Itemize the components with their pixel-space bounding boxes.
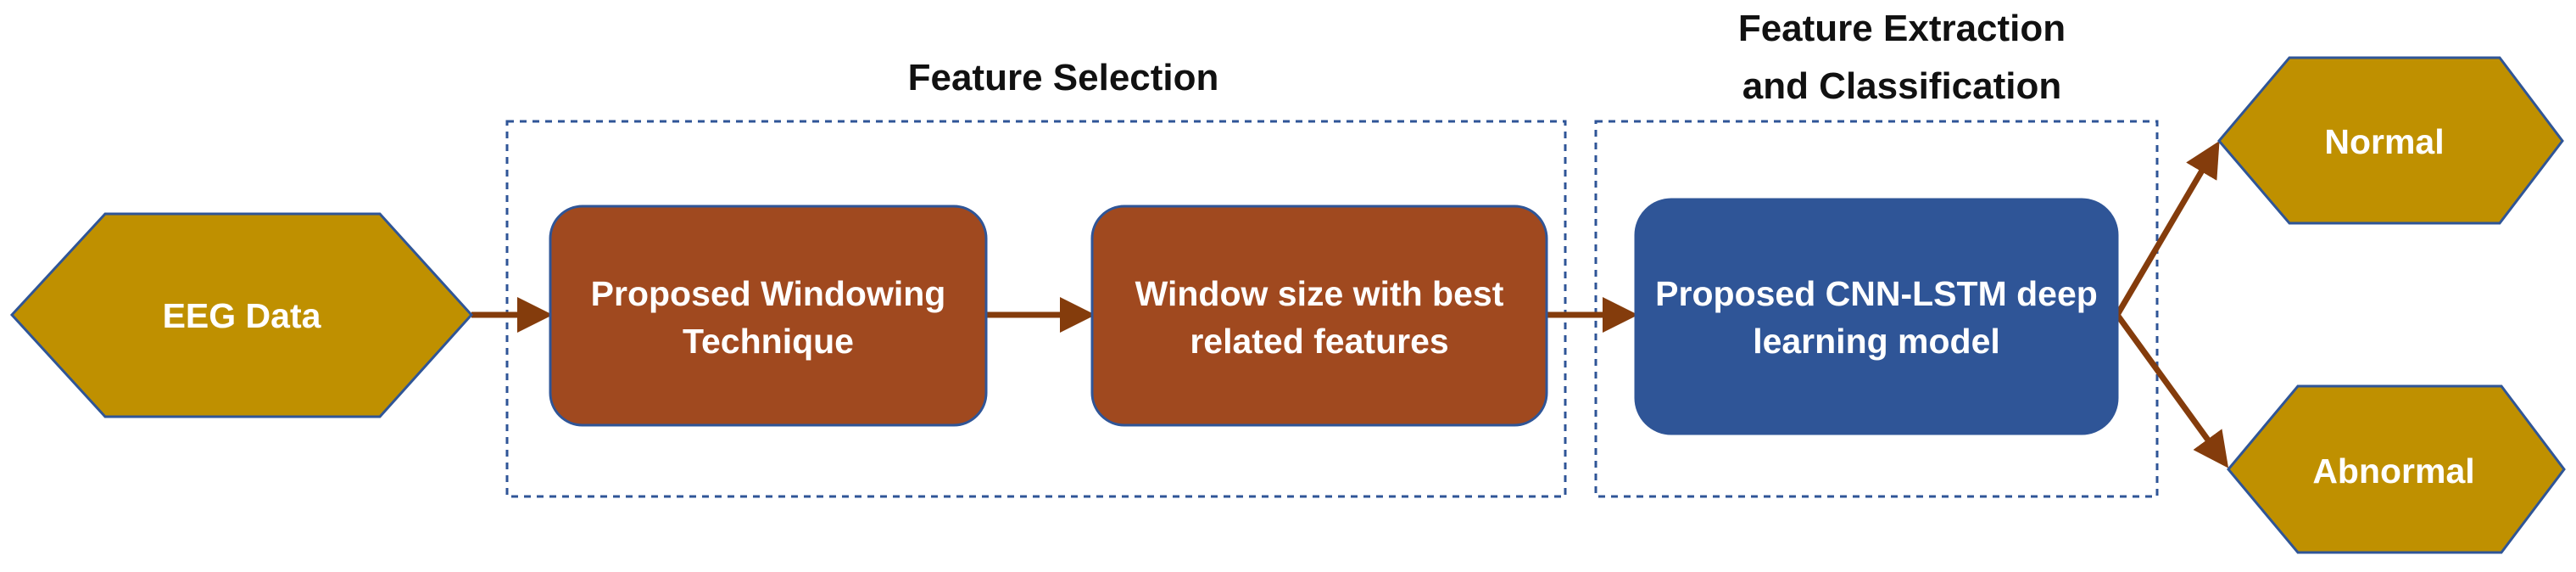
normal-hexagon [2217,56,2564,225]
feature-extraction-title-line1: Feature Extraction [1738,8,2066,49]
abnormal-label: Abnormal [2312,451,2474,491]
feature-extraction-group-border [1594,120,2159,498]
window-size-label-line2: related features [1190,322,1448,361]
cnn-lstm-model-box [1634,198,2119,435]
eeg-data-label: EEG Data [163,296,322,335]
eeg-data-hexagon [9,212,474,418]
windowing-technique-box [549,205,988,427]
eeg-data-node: EEG Data [9,212,474,418]
window-size-node: Window size with best related features [1090,205,1548,427]
windowing-technique-label-line2: Technique [683,322,854,361]
abnormal-hexagon [2227,384,2566,554]
feature-extraction-title-line2: and Classification [1742,65,2062,107]
window-size-box [1090,205,1548,427]
arrow-model-to-abnormal [2115,312,2229,468]
cnn-lstm-model-node: Proposed CNN-LSTM deep learning model [1634,198,2119,435]
windowing-technique-label-line1: Proposed Windowing [591,274,946,313]
feature-selection-group-border [505,120,1567,498]
normal-label: Normal [2324,122,2444,161]
cnn-lstm-model-label-line2: learning model [1753,322,2000,361]
normal-output-node: Normal [2217,56,2564,225]
windowing-technique-node: Proposed Windowing Technique [549,205,988,427]
feature-selection-title: Feature Selection [908,57,1219,98]
abnormal-output-node: Abnormal [2227,384,2566,554]
arrow-model-to-normal [2114,140,2220,317]
cnn-lstm-model-label-line1: Proposed CNN-LSTM deep [1655,274,2098,313]
window-size-label-line1: Window size with best [1135,274,1504,313]
